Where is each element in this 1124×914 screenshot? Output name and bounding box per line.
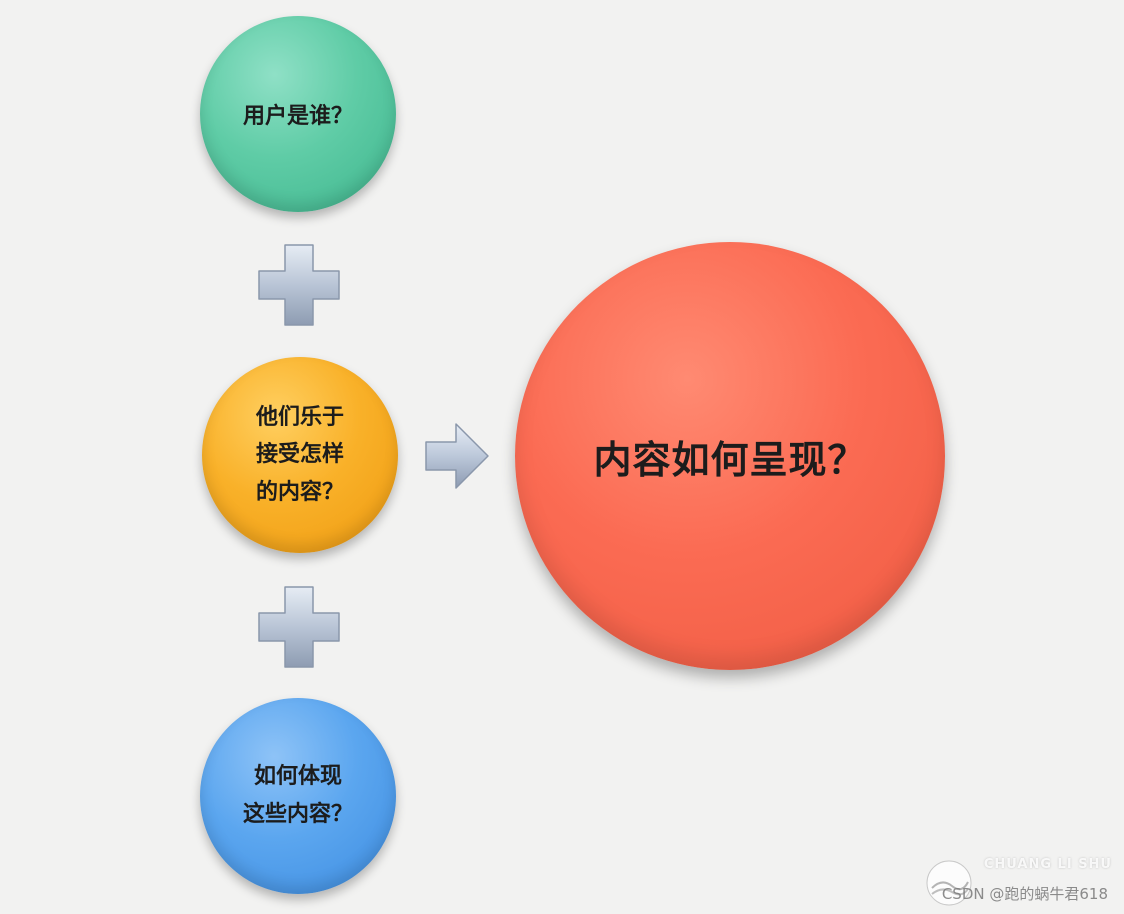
right-arrow-icon: [425, 423, 489, 489]
node-who-circle: 用户是谁？: [200, 16, 396, 212]
node-accept-line: 他们乐于: [255, 404, 344, 430]
node-accept-line: 接受怎样: [255, 442, 344, 468]
watermark-credit: CSDN @跑的蜗牛君618: [941, 885, 1108, 903]
plus-icon: [258, 244, 340, 326]
node-embody-line: 这些内容？: [242, 802, 353, 827]
watermark-brand: CHUANG LI SHU: [983, 857, 1112, 872]
node-result-label: 内容如何呈现？: [593, 437, 867, 482]
node-embody-circle: 如何体现 这些内容？: [200, 698, 396, 894]
plus-icon: [258, 586, 340, 668]
watermark-logo-icon: [926, 860, 972, 906]
node-embody-line: 如何体现: [253, 763, 342, 789]
node-who-label: 用户是谁？: [242, 104, 353, 129]
node-accept-circle: 他们乐于 接受怎样 的内容？: [202, 357, 398, 553]
node-accept-line: 的内容？: [255, 479, 344, 505]
node-result-circle: 内容如何呈现？: [515, 242, 945, 670]
